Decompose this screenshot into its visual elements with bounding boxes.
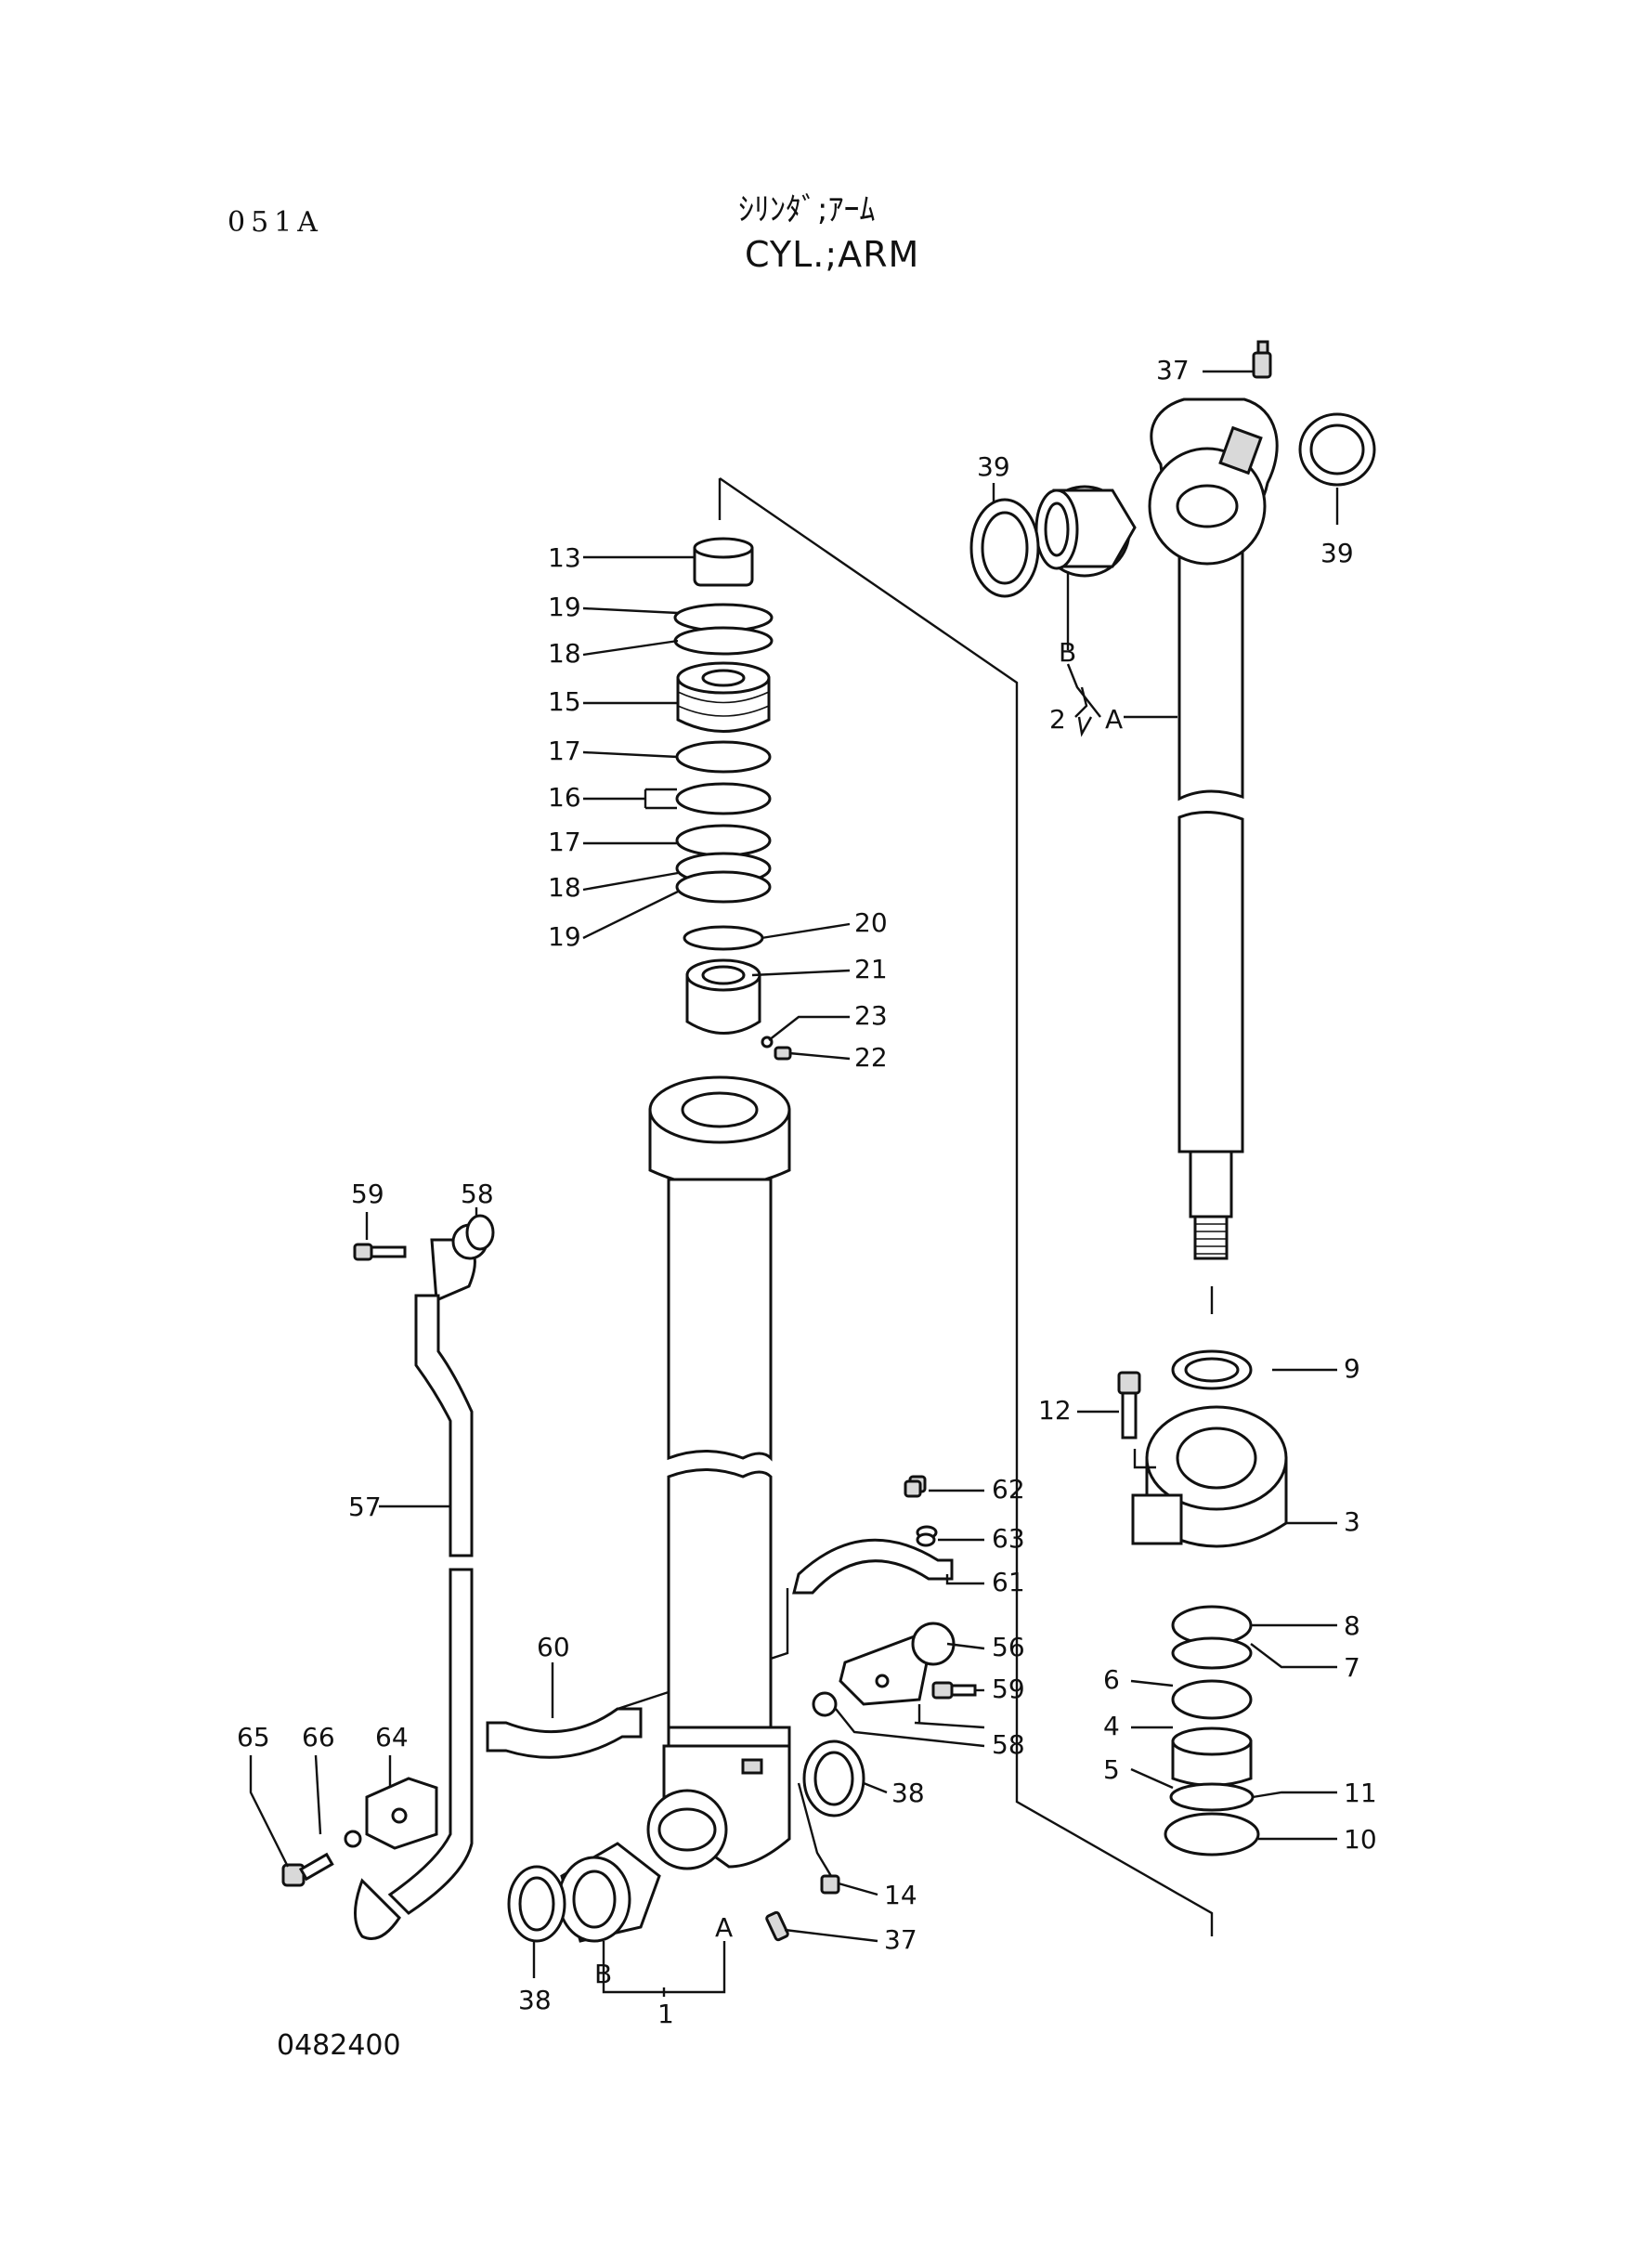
callout-38-right: 38	[891, 1778, 925, 1808]
title-english: CYL.;ARM	[745, 234, 920, 275]
callout-58-flange: 58	[992, 1729, 1025, 1760]
callout-37-top: 37	[1156, 355, 1190, 385]
tube-bushing	[557, 1842, 661, 1943]
callout-5: 5	[1103, 1754, 1120, 1785]
washer-66	[344, 1830, 362, 1848]
grease-nipple-37-top	[1252, 340, 1272, 379]
callout-61: 61	[992, 1567, 1025, 1597]
callout-16: 16	[548, 782, 581, 813]
callout-9: 9	[1344, 1353, 1360, 1384]
bolt-12	[1117, 1371, 1141, 1440]
bracket-64	[365, 1777, 438, 1850]
callout-11: 11	[1344, 1778, 1377, 1808]
bolt-59b	[931, 1681, 977, 1700]
callout-6: 6	[1103, 1664, 1120, 1695]
leader-lines	[249, 370, 1339, 1997]
callout-39-right: 39	[1320, 538, 1354, 568]
screw-62	[904, 1479, 922, 1498]
screw-14	[820, 1874, 840, 1895]
callout-59-hose: 59	[351, 1179, 384, 1209]
callout-8: 8	[1344, 1610, 1360, 1641]
washer-63	[916, 1532, 936, 1547]
callout-65: 65	[237, 1722, 270, 1752]
callout-64: 64	[375, 1722, 409, 1752]
callout-19-upper: 19	[548, 592, 581, 622]
piston-stack	[673, 537, 792, 1061]
callout-60: 60	[537, 1632, 570, 1662]
oring-58b	[812, 1691, 838, 1717]
callout-37-bottom: 37	[884, 1924, 917, 1955]
lower-rings	[1164, 1605, 1260, 1857]
callout-labels: 37 39 39 B 2 A 13 19 18 15 17 16 17 18 1…	[237, 355, 1377, 2029]
callout-18-upper: 18	[548, 638, 581, 669]
callout-B-tube: B	[594, 1959, 612, 1989]
callout-63: 63	[992, 1523, 1025, 1554]
callout-56: 56	[992, 1632, 1025, 1662]
seal-ring-39-left	[969, 498, 1040, 598]
callout-20: 20	[854, 907, 888, 938]
callout-62: 62	[992, 1474, 1025, 1505]
callout-22: 22	[854, 1042, 888, 1073]
callout-38-bottom: 38	[518, 1985, 552, 2015]
callout-A-tube: A	[715, 1912, 733, 1943]
callout-4: 4	[1103, 1711, 1120, 1741]
callout-1: 1	[657, 1999, 674, 2029]
callout-12: 12	[1038, 1395, 1072, 1426]
callout-15: 15	[548, 686, 581, 717]
callout-19-lower: 19	[548, 921, 581, 952]
callout-17-upper: 17	[548, 736, 581, 766]
grease-nipple-37-bottom	[765, 1910, 789, 1942]
callout-2: 2	[1049, 704, 1066, 735]
callout-14: 14	[884, 1880, 917, 1910]
seal-ring-39-right	[1298, 412, 1376, 487]
callout-58-hose: 58	[461, 1179, 494, 1209]
callout-10: 10	[1344, 1824, 1377, 1855]
callout-21: 21	[854, 954, 888, 984]
flange-56	[839, 1622, 956, 1706]
drawing-number: 0482400	[277, 2029, 401, 2062]
oring-58a	[465, 1214, 495, 1251]
callout-7: 7	[1344, 1652, 1360, 1683]
clamp-60	[486, 1707, 643, 1759]
callout-59-flange: 59	[992, 1674, 1025, 1704]
cylinder-tube	[646, 1075, 791, 1870]
seal-ring-38-right	[802, 1739, 865, 1818]
callout-B-rod: B	[1059, 637, 1076, 668]
callout-3: 3	[1344, 1506, 1360, 1537]
seal-ring-38-bottom	[507, 1865, 566, 1943]
bolt-59a	[353, 1243, 407, 1261]
callout-66: 66	[302, 1722, 335, 1752]
bolt-65	[281, 1852, 334, 1887]
callout-18-lower: 18	[548, 872, 581, 903]
callout-A-rod: A	[1105, 704, 1123, 735]
callout-17-lower: 17	[548, 827, 581, 857]
callout-57: 57	[348, 1492, 382, 1522]
rod-bushing	[1034, 485, 1137, 578]
callout-13: 13	[548, 542, 581, 573]
title-japanese: ｼﾘﾝﾀﾞ;ｱｰﾑ	[738, 191, 876, 228]
piston-rod	[1148, 397, 1279, 1260]
cylinder-head	[1131, 1349, 1288, 1548]
callout-23: 23	[854, 1000, 888, 1031]
callout-39-left: 39	[977, 451, 1010, 482]
page-code: 051A	[228, 206, 323, 239]
